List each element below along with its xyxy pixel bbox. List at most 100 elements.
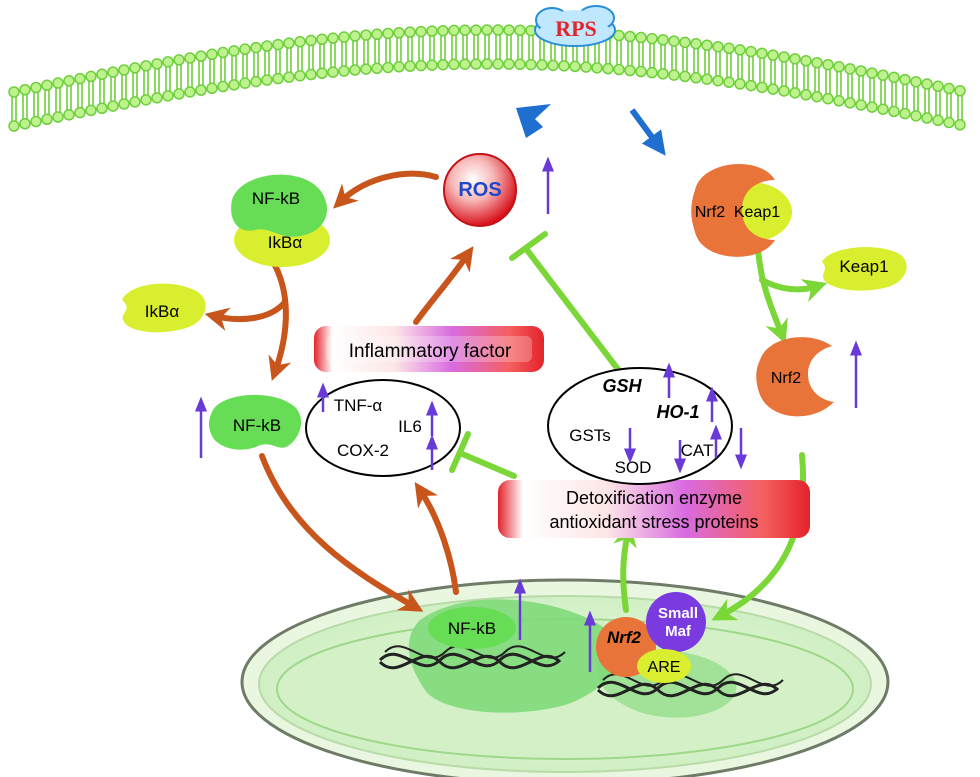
lipid-head xyxy=(943,82,955,95)
il6-label: IL6 xyxy=(398,417,422,436)
sod-label: SOD xyxy=(615,458,652,477)
arrow-inflammation-to-ros xyxy=(413,246,474,325)
lipid-head xyxy=(778,85,790,97)
lipid-head xyxy=(866,101,878,113)
arrow-nrf2-to-nucleus xyxy=(711,452,807,621)
lipid-head xyxy=(547,59,559,72)
lipid-head xyxy=(492,58,504,70)
keap1-free-label: Keap1 xyxy=(839,257,888,276)
lipid-head xyxy=(811,56,823,69)
lipid-head xyxy=(316,33,328,46)
lipid-head xyxy=(393,27,405,39)
cox2-label: COX-2 xyxy=(337,441,389,460)
lipid-head xyxy=(657,34,669,46)
lipid-head xyxy=(690,38,702,50)
nfkb-free: NF-kB xyxy=(209,394,302,450)
lipid-head xyxy=(272,72,284,85)
lipid-head xyxy=(162,90,174,102)
lipid-head xyxy=(283,37,295,49)
lipid-head xyxy=(888,71,900,84)
detox-label-1: Detoxification enzyme xyxy=(566,488,742,508)
arrow-complex-to-ikba xyxy=(204,299,288,331)
lipid-head xyxy=(657,68,669,80)
inhibit-detox-cytokines xyxy=(449,431,517,479)
lipid-head xyxy=(459,24,471,36)
nrf2-free: Nrf2 xyxy=(756,337,834,417)
lipid-head xyxy=(184,86,196,98)
lipid-head xyxy=(514,24,526,37)
nrf2-complex-label: Nrf2 xyxy=(695,204,725,221)
lipid-head xyxy=(382,27,394,40)
lipid-head xyxy=(360,29,372,41)
lipid-head xyxy=(701,39,713,51)
lipid-head xyxy=(261,74,273,86)
lipid-head xyxy=(327,32,339,44)
lipid-head xyxy=(162,56,174,68)
dna-left xyxy=(378,645,566,670)
dna-right xyxy=(596,673,784,698)
inhibit-antioxidant-ros xyxy=(509,231,623,375)
lipid-head xyxy=(932,80,944,93)
lipid-head xyxy=(723,76,735,89)
lipid-head xyxy=(833,95,845,107)
cat-label: CAT xyxy=(681,441,714,460)
lipid-head xyxy=(635,65,647,78)
lipid-head xyxy=(888,105,900,118)
lipid-head xyxy=(283,71,295,83)
are-label: ARE xyxy=(648,659,681,676)
lipid-head xyxy=(118,64,130,76)
lipid-head xyxy=(63,109,75,121)
lipid-head xyxy=(503,58,515,70)
rps-label: RPS xyxy=(555,16,597,41)
lipid-head xyxy=(470,58,482,70)
lipid-head xyxy=(514,58,526,71)
arrow-complex-to-nfkb xyxy=(268,257,292,382)
ikba-free: IkBα xyxy=(122,283,206,333)
lipid-head xyxy=(52,77,64,89)
lipid-head xyxy=(338,31,350,43)
lipid-head xyxy=(338,65,350,77)
lipid-head xyxy=(932,114,944,127)
lipid-head xyxy=(910,76,922,88)
lipid-head xyxy=(536,59,548,71)
lipid-head xyxy=(349,30,361,42)
lipid-head xyxy=(107,100,119,112)
lipid-head xyxy=(613,29,625,42)
ikba-complex-label: IkBα xyxy=(268,233,303,252)
ikba-free-label: IkBα xyxy=(145,302,180,321)
lipid-head xyxy=(195,84,207,96)
lipid-head xyxy=(448,24,460,37)
lipid-head xyxy=(239,43,251,55)
lipid-head xyxy=(349,64,361,76)
lipid-head xyxy=(668,69,680,81)
lipid-head xyxy=(327,66,339,78)
nrf2-nucleus-label: Nrf2 xyxy=(607,628,642,647)
lipid-head xyxy=(525,58,537,71)
lipid-head xyxy=(217,46,229,59)
lipid-head xyxy=(382,61,394,74)
lipid-head xyxy=(756,81,768,94)
lipid-head xyxy=(30,115,42,128)
lipid-head xyxy=(129,96,141,108)
lipid-head xyxy=(96,102,108,114)
detox-box: Detoxification enzyme antioxidant stress… xyxy=(498,480,810,538)
lipid-head xyxy=(459,58,471,70)
lipid-head xyxy=(844,97,856,109)
lipid-head xyxy=(866,67,878,79)
orange-arrows xyxy=(204,170,474,612)
lipid-head xyxy=(360,63,372,75)
lipid-head xyxy=(789,87,801,99)
lipid-head xyxy=(921,78,933,90)
lipid-head xyxy=(74,106,86,119)
lipid-head xyxy=(481,58,493,70)
nfkb-nucleus: NF-kB xyxy=(428,607,516,649)
lipid-head xyxy=(30,81,42,94)
lipid-head xyxy=(448,58,460,71)
lipid-head xyxy=(778,51,790,63)
cytokines-ellipse: TNF-α IL6 COX-2 xyxy=(305,379,461,477)
gsh-label: GSH xyxy=(602,376,642,396)
nrf2-maf-are-complex: Nrf2 Small Maf ARE xyxy=(596,592,706,683)
lipid-head xyxy=(734,44,746,56)
